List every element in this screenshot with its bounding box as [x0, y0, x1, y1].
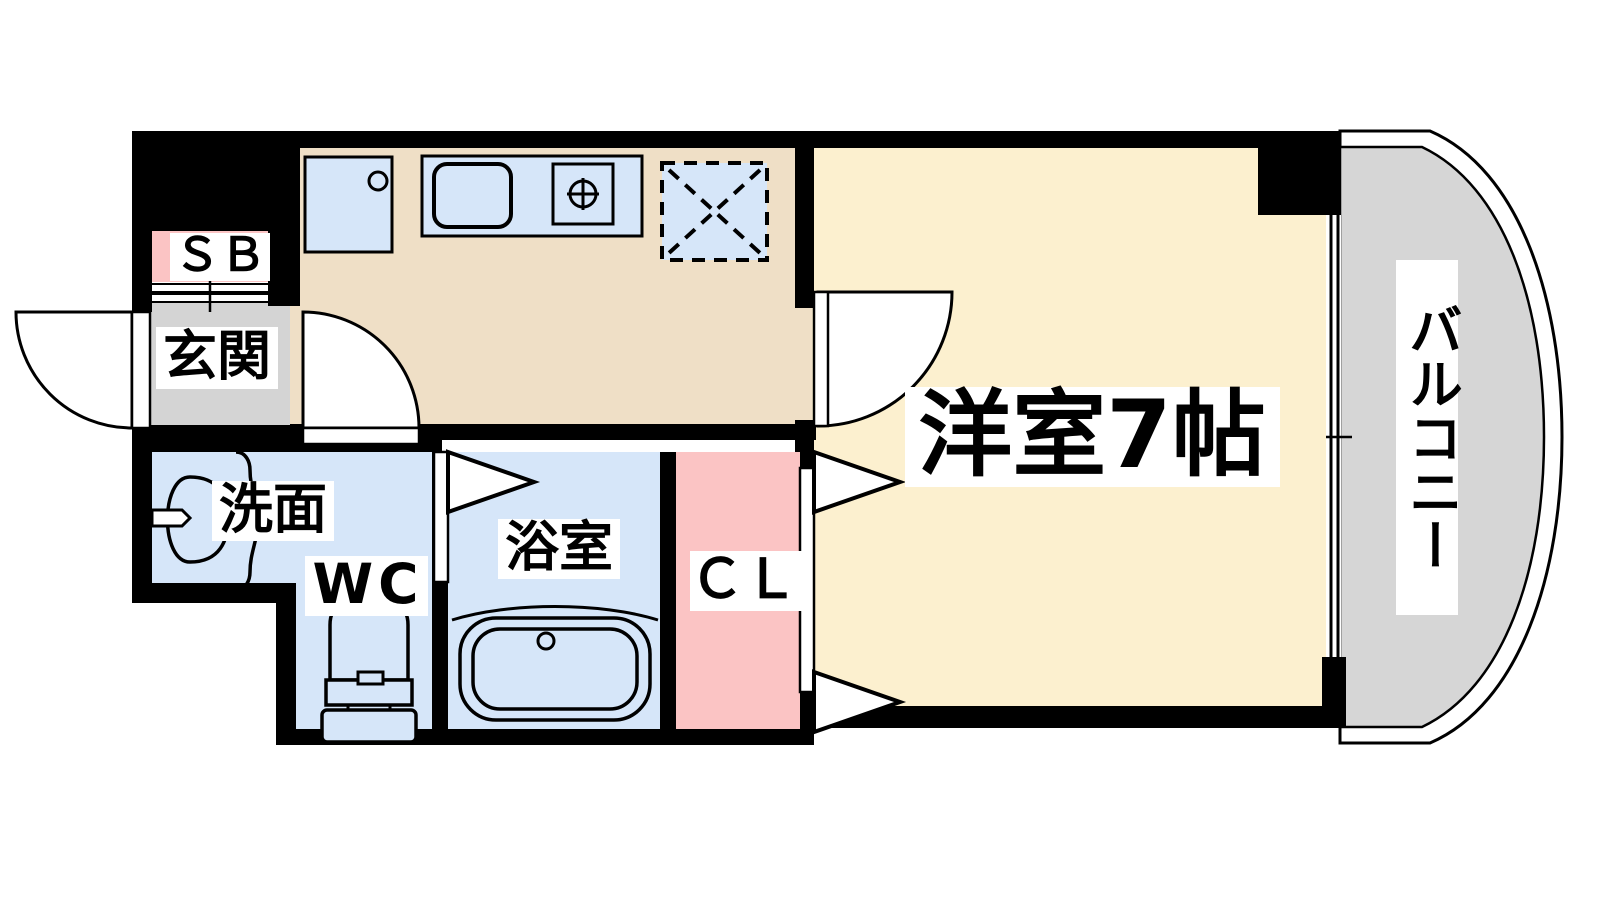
- bathtub-inner: [471, 627, 639, 711]
- closet-door-upper-arrow[interactable]: [812, 449, 907, 515]
- bathtub: [451, 605, 659, 722]
- bath-label: 浴室: [505, 516, 613, 579]
- hall-door-leaf[interactable]: [301, 426, 421, 446]
- shoe-box-sliding-door[interactable]: [152, 272, 268, 312]
- shoe-box-label: ＳＢ: [174, 228, 266, 282]
- wall-left-door-jamb-top: [132, 282, 152, 312]
- bathtub-drain-icon: [536, 631, 556, 651]
- toilet-tank: [320, 708, 418, 744]
- entrance-label: 玄関: [163, 325, 271, 388]
- wall-room-left-a: [800, 440, 814, 472]
- main-room-label-bg: [905, 387, 1280, 487]
- balcony-label: バルコニー: [1399, 302, 1462, 572]
- toilet-bowl: [328, 606, 410, 682]
- wall-right-of-sb: [268, 131, 300, 306]
- wall-top-kitchen: [290, 131, 814, 148]
- closet-label-bg: [690, 551, 802, 611]
- wall-washbasin-bottom: [132, 583, 296, 603]
- main-room-label: 洋室7帖: [918, 381, 1265, 490]
- front-entrance-door[interactable]: [14, 310, 152, 430]
- entrance-label-group: 玄関: [156, 325, 278, 389]
- balcony-label-group: バルコニー: [1396, 260, 1462, 615]
- hall-door-swing-arc: [301, 310, 421, 430]
- washing-machine-drain-icon: [367, 170, 389, 192]
- room-door-leaf[interactable]: [812, 290, 830, 428]
- closet-label: ＣＬ: [690, 548, 798, 611]
- kitchen-sink: [432, 162, 513, 229]
- front-door-swing-arc: [14, 310, 134, 430]
- walls: [132, 131, 1346, 745]
- closet-door-lower-arrow[interactable]: [812, 669, 907, 735]
- toilet-label-group: WC: [305, 552, 428, 616]
- bath-label-bg: [498, 519, 620, 579]
- wall-top-main-room: [814, 131, 1340, 148]
- closet-door-track: [798, 466, 816, 694]
- refrigerator-space: [660, 161, 769, 262]
- wall-toilet-left: [276, 583, 296, 745]
- kitchen-to-room-door[interactable]: [812, 290, 954, 428]
- wall-bath-cl-partition: [660, 452, 676, 732]
- hall-to-kitchen-door[interactable]: [301, 310, 421, 446]
- shoe-box-label-bg: [170, 233, 270, 281]
- wall-kitchen-right-upper: [795, 131, 814, 306]
- toilet-flush-lever: [356, 670, 385, 686]
- room-door-swing-arc: [816, 290, 954, 428]
- washbasin-label: 洗面: [219, 478, 327, 541]
- bath-door-track: [432, 450, 450, 584]
- entrance-label-bg: [156, 327, 278, 389]
- wall-left-upper: [132, 131, 152, 291]
- bath-label-group: 浴室: [498, 516, 620, 579]
- vanity-faucet-icon: [150, 508, 193, 528]
- wall-bottom-room: [800, 710, 1346, 728]
- balcony-label-bg: [1396, 260, 1458, 615]
- wall-room-door-head: [795, 296, 814, 308]
- closet-label-group: ＣＬ: [690, 548, 802, 611]
- shoe-box-label-group: ＳＢ: [170, 228, 270, 282]
- toilet-label-bg: [305, 556, 428, 616]
- washbasin-label-group: 洗面: [212, 478, 334, 541]
- bathroom-folding-door[interactable]: [432, 449, 541, 584]
- bathtub-apron-curve: [451, 605, 659, 622]
- washbasin-label-bg: [212, 481, 334, 541]
- front-door-leaf[interactable]: [130, 310, 152, 430]
- wall-left-lower: [132, 425, 152, 600]
- kitchen-fixtures: [303, 154, 769, 262]
- wall-hall-bottom-right: [426, 424, 816, 440]
- bath-door-arrow[interactable]: [446, 449, 541, 515]
- closet-doors[interactable]: [798, 449, 907, 735]
- toilet-fixture: [320, 606, 418, 744]
- toilet-label: WC: [312, 552, 423, 616]
- main-room-label-group: 洋室7帖: [905, 381, 1280, 490]
